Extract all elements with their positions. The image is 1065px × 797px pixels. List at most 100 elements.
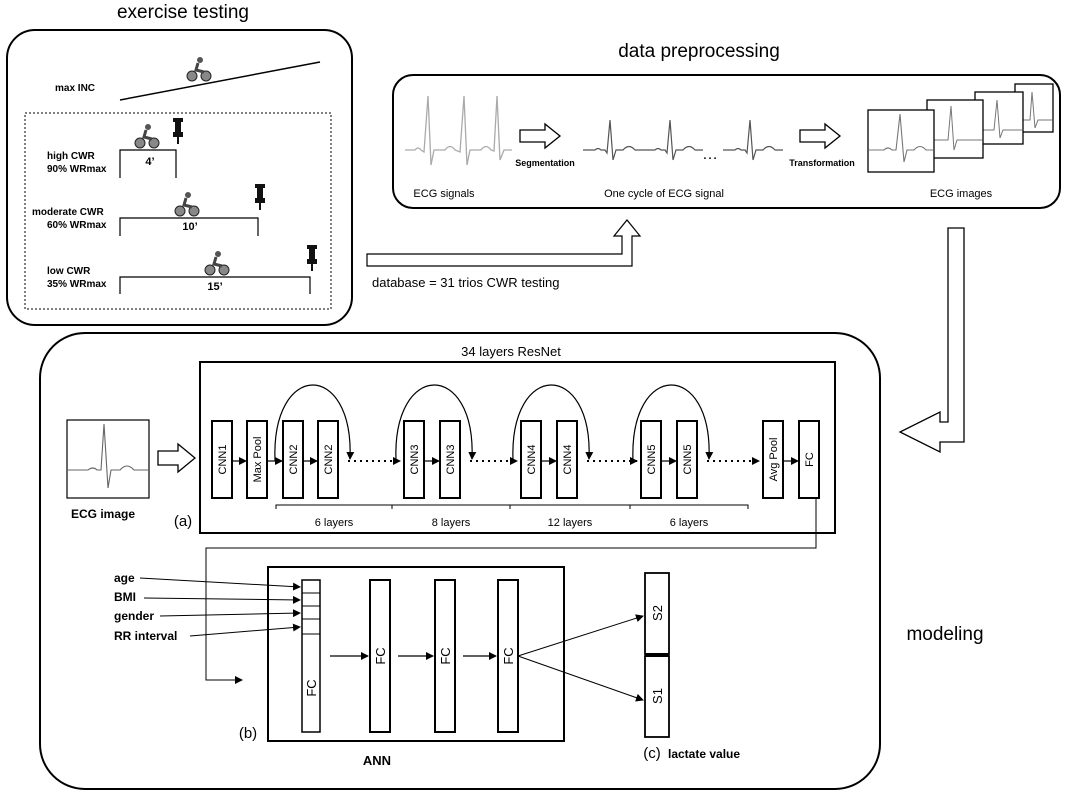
input-age: age	[114, 571, 135, 585]
moderate-cwr-label: moderate CWR	[32, 207, 104, 218]
panel-a-label: (a)	[174, 513, 192, 530]
input-age-arrow	[139, 577, 301, 591]
pipette-icon	[172, 117, 184, 145]
cyclist-icon	[185, 55, 213, 83]
exercise-title: exercise testing	[117, 2, 249, 23]
skip-arc	[512, 384, 594, 462]
input-bmi-arrow	[143, 595, 301, 604]
transformation-label: Transformation	[789, 158, 855, 168]
high-cwr-pct: 90% WRmax	[47, 164, 107, 175]
layer-fc: FC	[798, 420, 820, 499]
modeling-title: modeling	[906, 624, 983, 645]
layer-cnn3: CNN3	[403, 420, 425, 499]
low-cwr-bracket	[119, 276, 311, 294]
database-note: database = 31 trios CWR testing	[372, 275, 560, 290]
high-cwr-bracket	[119, 149, 177, 178]
s2-output-box	[644, 572, 670, 655]
layer-avg-pool: Avg Pool	[762, 420, 784, 499]
ecg-images-stack	[867, 83, 1054, 173]
cyclist-icon	[203, 249, 231, 277]
layer-cnn5: CNN5	[676, 420, 698, 499]
group-bracket	[391, 504, 511, 509]
resnet-box	[199, 361, 836, 534]
layer-label: CNN4	[526, 445, 538, 475]
ann-fc-layer: FC	[497, 579, 519, 733]
cwr-dotted-box	[24, 112, 332, 310]
resnet-title: 34 layers ResNet	[461, 344, 561, 359]
layer-label: CNN1	[217, 445, 229, 475]
layer-label: CNN5	[682, 445, 694, 475]
resnet-layers: CNN1 Max Pool CNN2 CNN2 CNN3 CNN3 CNN4 CNN4 CNN5…	[211, 420, 820, 499]
layer-max-pool: Max Pool	[246, 420, 268, 499]
group-bracket	[275, 504, 393, 509]
ecg-cycle-icon	[722, 119, 784, 161]
group-label: 8 layers	[432, 517, 471, 529]
layer-cnn2: CNN2	[282, 420, 304, 499]
high-cwr-label: high CWR	[47, 151, 96, 162]
modeling-panel	[39, 332, 881, 790]
pipette-icon	[306, 244, 318, 272]
input-rr-arrow	[189, 623, 301, 637]
preprocessing-panel	[392, 74, 1061, 209]
cyclist-icon	[133, 122, 161, 150]
ann-input-column	[301, 579, 321, 733]
incline-line	[119, 61, 321, 101]
layer-label: CNN3	[445, 445, 457, 475]
skip-arc	[395, 384, 477, 462]
input-hollow-arrow	[157, 442, 197, 474]
to-s2-arrow	[517, 614, 644, 657]
s1-label: S1	[650, 688, 665, 704]
skip-arc	[632, 384, 714, 462]
layer-label: CNN3	[409, 445, 421, 475]
modeling-section: modeling 34 layers ResNet ECG image (a) …	[39, 332, 984, 790]
data-preprocessing-section: data preprocessing ECG signals Segmentat…	[392, 41, 1061, 454]
ann-fc-label: FC	[501, 647, 516, 664]
preprocessing-title: data preprocessing	[618, 41, 780, 62]
preprocessing-to-modeling-arrow	[898, 227, 965, 454]
exercise-panel	[6, 29, 353, 326]
layer-label: CNN4	[562, 445, 574, 475]
ann-box	[267, 566, 565, 742]
ann-label: ANN	[363, 753, 391, 768]
database-hollow-arrow	[366, 219, 642, 267]
input-gender: gender	[114, 609, 154, 623]
ann-fc-layer: FC	[369, 579, 391, 733]
layer-cnn1: CNN1	[211, 420, 233, 499]
skip-connections	[274, 384, 714, 462]
group-label: 12 layers	[548, 517, 593, 529]
ecg-images-label: ECG images	[930, 188, 993, 200]
input-rr-interval: RR interval	[114, 629, 177, 643]
ann-hidden-layers: FC FC FC	[330, 579, 519, 733]
skip-arc	[274, 384, 355, 462]
layer-cnn2: CNN2	[317, 420, 339, 499]
layer-label: FC	[804, 452, 816, 467]
ann-fc-label: FC	[438, 647, 453, 664]
low-cwr-label: low CWR	[47, 266, 91, 277]
cyclist-icon	[173, 190, 201, 218]
layer-label: CNN2	[323, 445, 335, 475]
ecg-input-image	[66, 419, 150, 499]
ann-fc-layer: FC	[434, 579, 456, 733]
layer-cnn5: CNN5	[640, 420, 662, 499]
ann-fc-label: FC	[304, 679, 319, 696]
ecg-signals-label: ECG signals	[413, 188, 475, 200]
ecg-cycle-icon	[582, 119, 644, 161]
layer-label: CNN2	[288, 445, 300, 475]
s2-label: S2	[650, 605, 665, 621]
input-bmi: BMI	[114, 590, 136, 604]
transformation-arrow	[799, 122, 842, 150]
layer-cnn4: CNN4	[556, 420, 578, 499]
layer-cnn4: CNN4	[520, 420, 542, 499]
high-cwr-duration: 4’	[145, 156, 154, 168]
lactate-label: lactate value	[668, 747, 740, 761]
segmentation-arrow	[519, 122, 562, 150]
layer-label: Avg Pool	[768, 438, 780, 482]
exercise-testing-section: exercise testing max INC high CWR 90% WR…	[6, 2, 642, 326]
ann-fc-label: FC	[373, 647, 388, 664]
max-inc-label: max INC	[55, 83, 95, 94]
layer-cnn3: CNN3	[439, 420, 461, 499]
layer-label: Max Pool	[252, 437, 264, 483]
group-bracket	[509, 504, 631, 509]
